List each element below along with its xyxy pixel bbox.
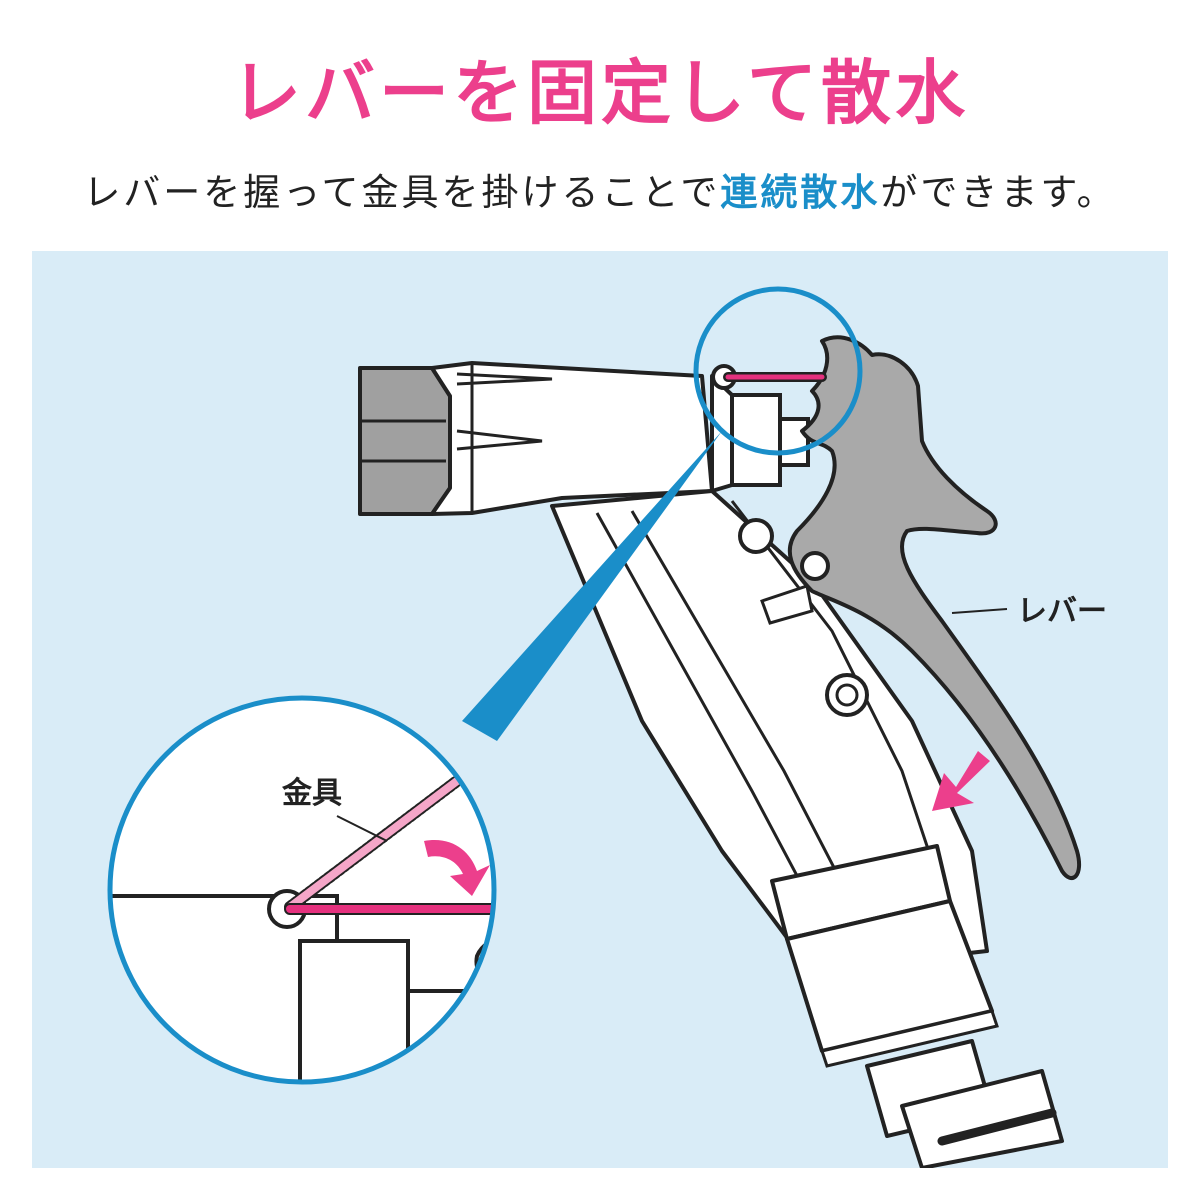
subtitle-text-end: ができます。 <box>880 171 1117 214</box>
zoom-detail <box>107 695 497 1085</box>
grip-body <box>550 489 989 973</box>
illustration-panel: レバー <box>32 251 1168 1168</box>
rotate-arrow-icon <box>424 840 490 896</box>
lever-leader-line <box>951 608 1008 614</box>
hose-coupling <box>770 844 1064 1168</box>
hose-nozzle-illustration: レバー <box>107 286 1107 1168</box>
trigger-housing <box>710 374 810 493</box>
lever <box>787 335 1082 880</box>
zoom-beam <box>462 431 722 741</box>
hook-fitting <box>711 364 827 390</box>
subtitle-text-start: レバーを握って金具を掛けることで <box>83 171 721 214</box>
nozzle-barrel <box>430 361 714 516</box>
lever-label: レバー <box>1017 594 1107 629</box>
fitting-label: 金具 <box>281 776 342 811</box>
squeeze-arrow-icon <box>932 751 990 811</box>
zoom-source-circle <box>693 286 863 456</box>
subtitle-highlight: 連続散水 <box>720 171 881 214</box>
page-subtitle: レバーを握って金具を掛けることで連続散水ができます。 <box>0 165 1200 221</box>
front-nut <box>358 366 452 516</box>
page-title: レバーを固定して散水 <box>231 52 969 134</box>
